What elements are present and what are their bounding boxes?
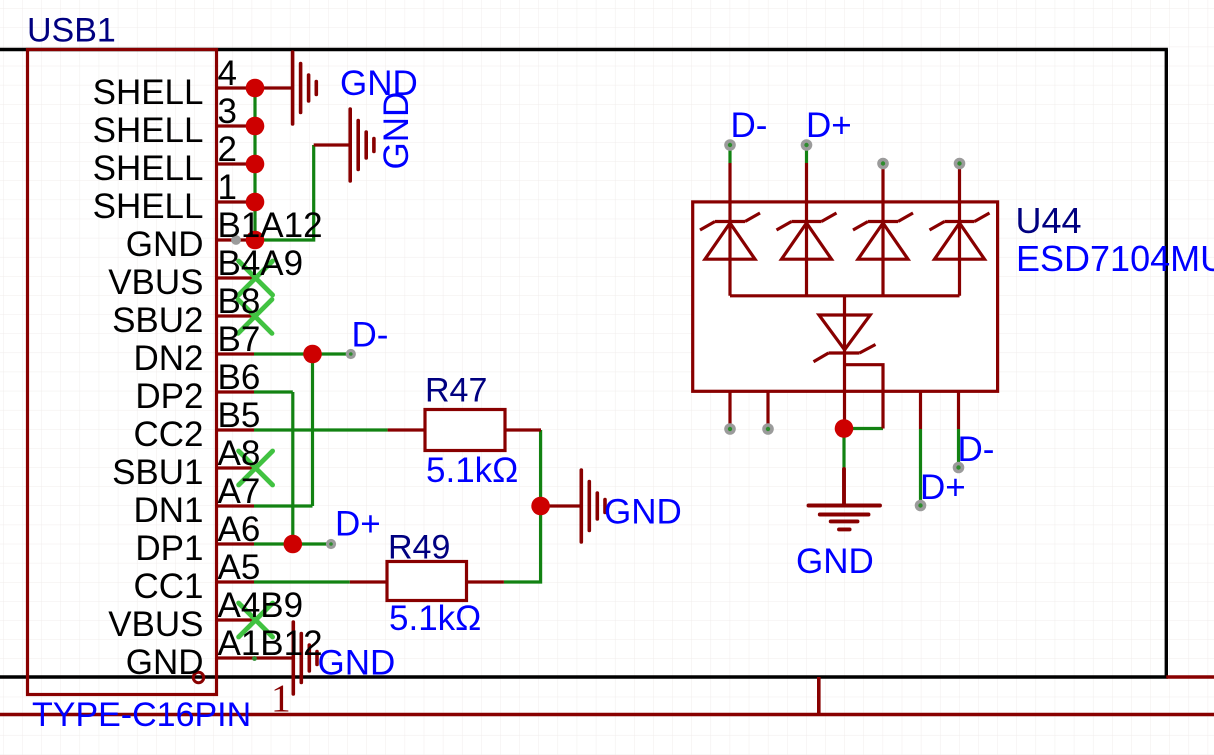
svg-text:D+: D+ <box>920 468 966 507</box>
svg-text:DN2: DN2 <box>133 339 203 378</box>
svg-text:B5: B5 <box>218 396 261 435</box>
svg-text:4: 4 <box>218 54 237 93</box>
svg-text:VBUS: VBUS <box>108 263 203 302</box>
svg-text:A6: A6 <box>218 510 261 549</box>
svg-text:DP1: DP1 <box>135 529 203 568</box>
svg-text:B7: B7 <box>218 320 261 359</box>
svg-text:A1B12: A1B12 <box>218 624 323 663</box>
svg-text:ESD7104MU: ESD7104MU <box>1016 238 1214 279</box>
svg-text:DN1: DN1 <box>133 491 203 530</box>
svg-text:CC2: CC2 <box>133 415 203 454</box>
svg-text:SHELL: SHELL <box>93 149 204 188</box>
svg-text:1: 1 <box>218 168 237 207</box>
svg-text:DP2: DP2 <box>135 377 203 416</box>
svg-text:SBU1: SBU1 <box>112 453 203 492</box>
svg-text:D-: D- <box>958 430 995 469</box>
svg-text:A8: A8 <box>218 434 261 473</box>
svg-text:CC1: CC1 <box>133 567 203 606</box>
svg-text:GND: GND <box>318 644 396 683</box>
svg-text:3: 3 <box>218 92 237 131</box>
svg-text:B6: B6 <box>218 358 261 397</box>
svg-text:U44: U44 <box>1016 200 1082 241</box>
svg-text:D+: D+ <box>335 505 381 544</box>
svg-text:TYPE-C16PIN: TYPE-C16PIN <box>32 696 251 734</box>
svg-text:A4B9: A4B9 <box>218 586 304 625</box>
svg-text:A5: A5 <box>218 548 261 587</box>
svg-text:SHELL: SHELL <box>93 187 204 226</box>
svg-text:5.1kΩ: 5.1kΩ <box>389 599 481 638</box>
svg-text:D-: D- <box>731 106 768 145</box>
svg-text:GND: GND <box>126 643 204 682</box>
svg-text:A7: A7 <box>218 472 261 511</box>
svg-text:GND: GND <box>340 64 418 103</box>
svg-text:2: 2 <box>218 130 237 169</box>
svg-text:1: 1 <box>271 676 291 720</box>
svg-text:D-: D- <box>352 316 389 355</box>
svg-text:SHELL: SHELL <box>93 73 204 112</box>
svg-text:GND: GND <box>796 542 874 581</box>
svg-text:GND: GND <box>126 225 204 264</box>
svg-text:VBUS: VBUS <box>108 605 203 644</box>
svg-text:5.1kΩ: 5.1kΩ <box>426 451 518 490</box>
svg-text:USB1: USB1 <box>27 12 116 50</box>
svg-text:D+: D+ <box>806 106 852 145</box>
svg-text:B8: B8 <box>218 282 261 321</box>
svg-text:R47: R47 <box>425 372 487 410</box>
svg-text:GND: GND <box>604 493 682 532</box>
svg-text:GND: GND <box>377 92 416 170</box>
svg-text:SBU2: SBU2 <box>112 301 203 340</box>
svg-text:B4A9: B4A9 <box>218 244 304 283</box>
svg-text:B1A12: B1A12 <box>218 206 323 245</box>
svg-text:SHELL: SHELL <box>93 111 204 150</box>
svg-text:R49: R49 <box>388 529 450 567</box>
